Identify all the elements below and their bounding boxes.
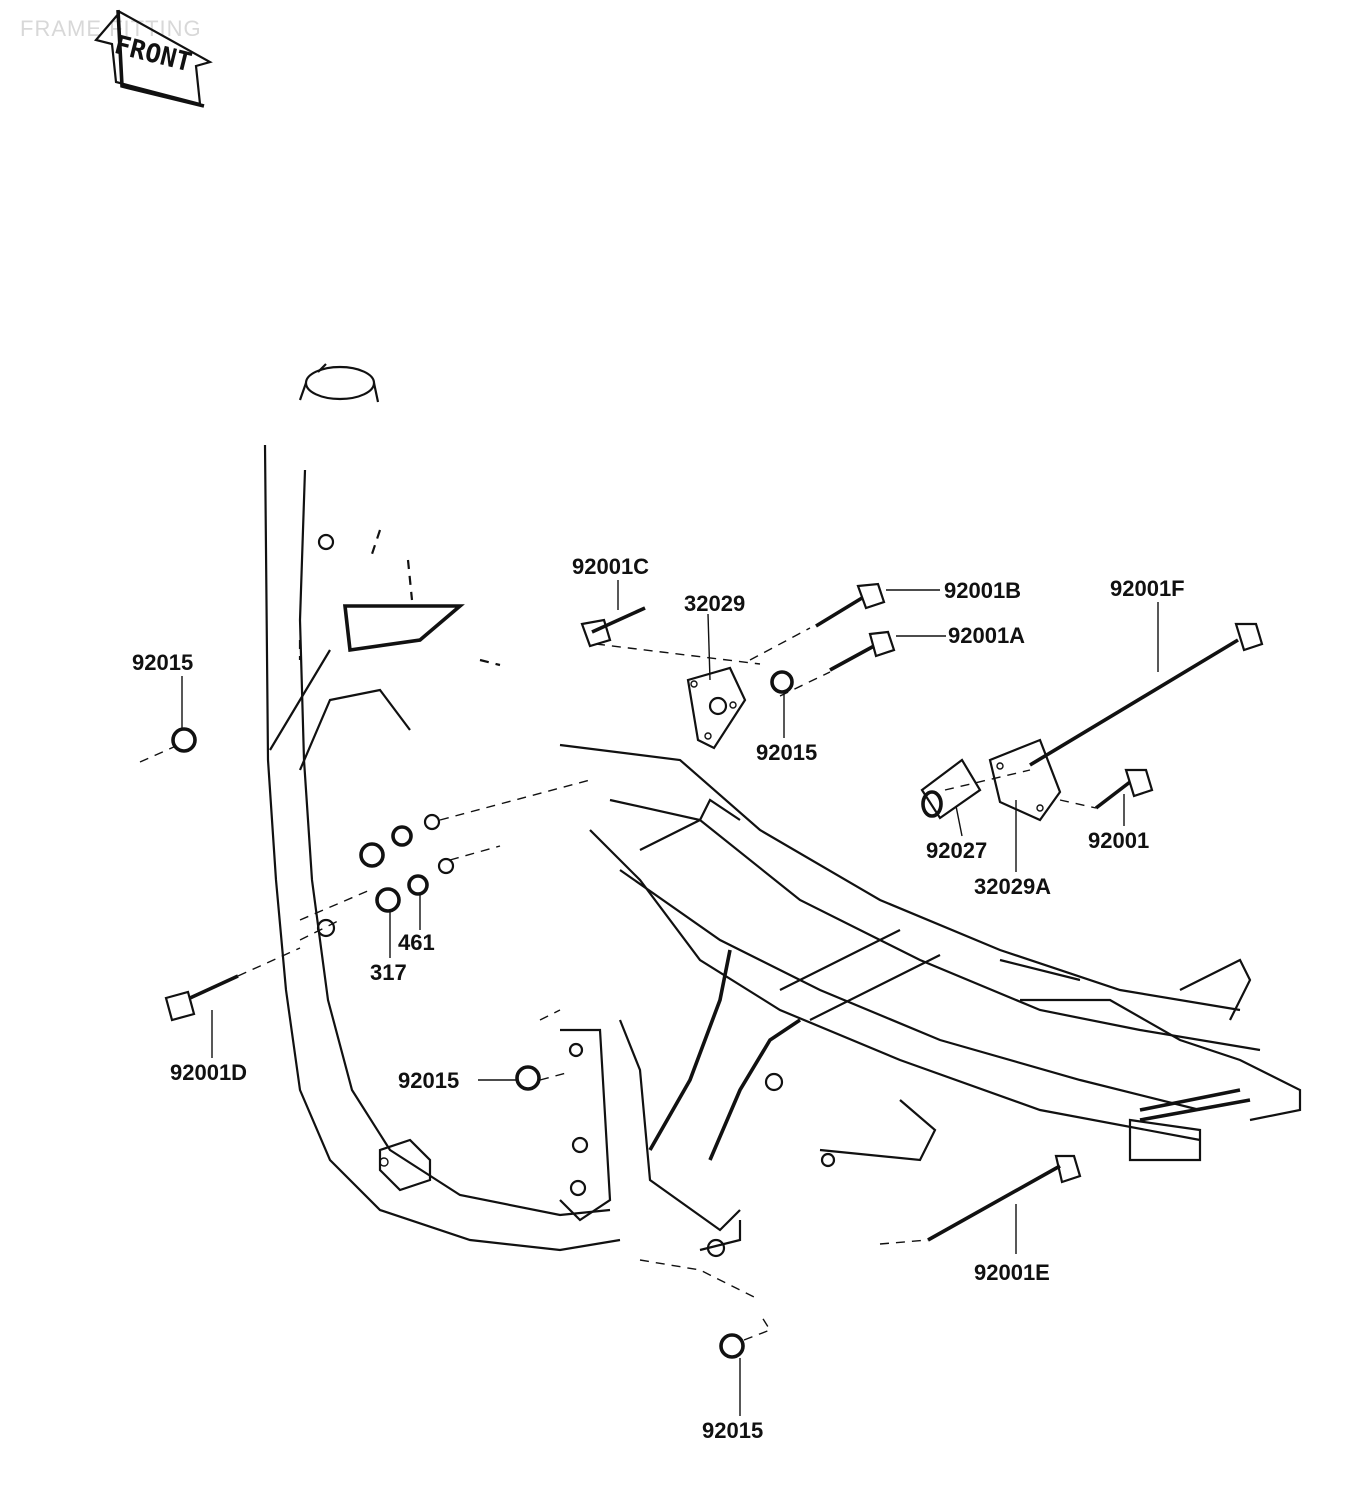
label-32029A: 32029A (974, 874, 1051, 899)
diagram-title: FRAME FITTING (20, 16, 202, 41)
front-arrow-label: FRONT (111, 30, 194, 78)
label-317: 317 (370, 960, 407, 985)
label-92015-middle: 92015 (398, 1068, 459, 1093)
label-92001E: 92001E (974, 1260, 1050, 1285)
label-92001D: 92001D (170, 1060, 247, 1085)
label-92015-top-left: 92015 (132, 650, 193, 675)
fasteners (139, 582, 1264, 1359)
label-92015-plate: 92015 (756, 740, 817, 765)
label-92001: 92001 (1088, 828, 1149, 853)
label-461: 461 (398, 930, 435, 955)
label-92001A: 92001A (948, 623, 1025, 648)
label-92001B: 92001B (944, 578, 1021, 603)
motorcycle-frame (263, 363, 1302, 1301)
label-32029: 32029 (684, 591, 745, 616)
label-92027: 92027 (926, 838, 987, 863)
label-92001C: 92001C (572, 554, 649, 579)
label-92015-bottom: 92015 (702, 1418, 763, 1443)
part-labels: 92001C 32029 92001B 92001A 92001F 92015 … (132, 554, 1185, 1443)
leader-lines (181, 580, 1159, 1416)
engine-mount-cluster (299, 779, 591, 941)
label-92001F: 92001F (1110, 576, 1185, 601)
front-arrow: FRONT (94, 9, 213, 108)
